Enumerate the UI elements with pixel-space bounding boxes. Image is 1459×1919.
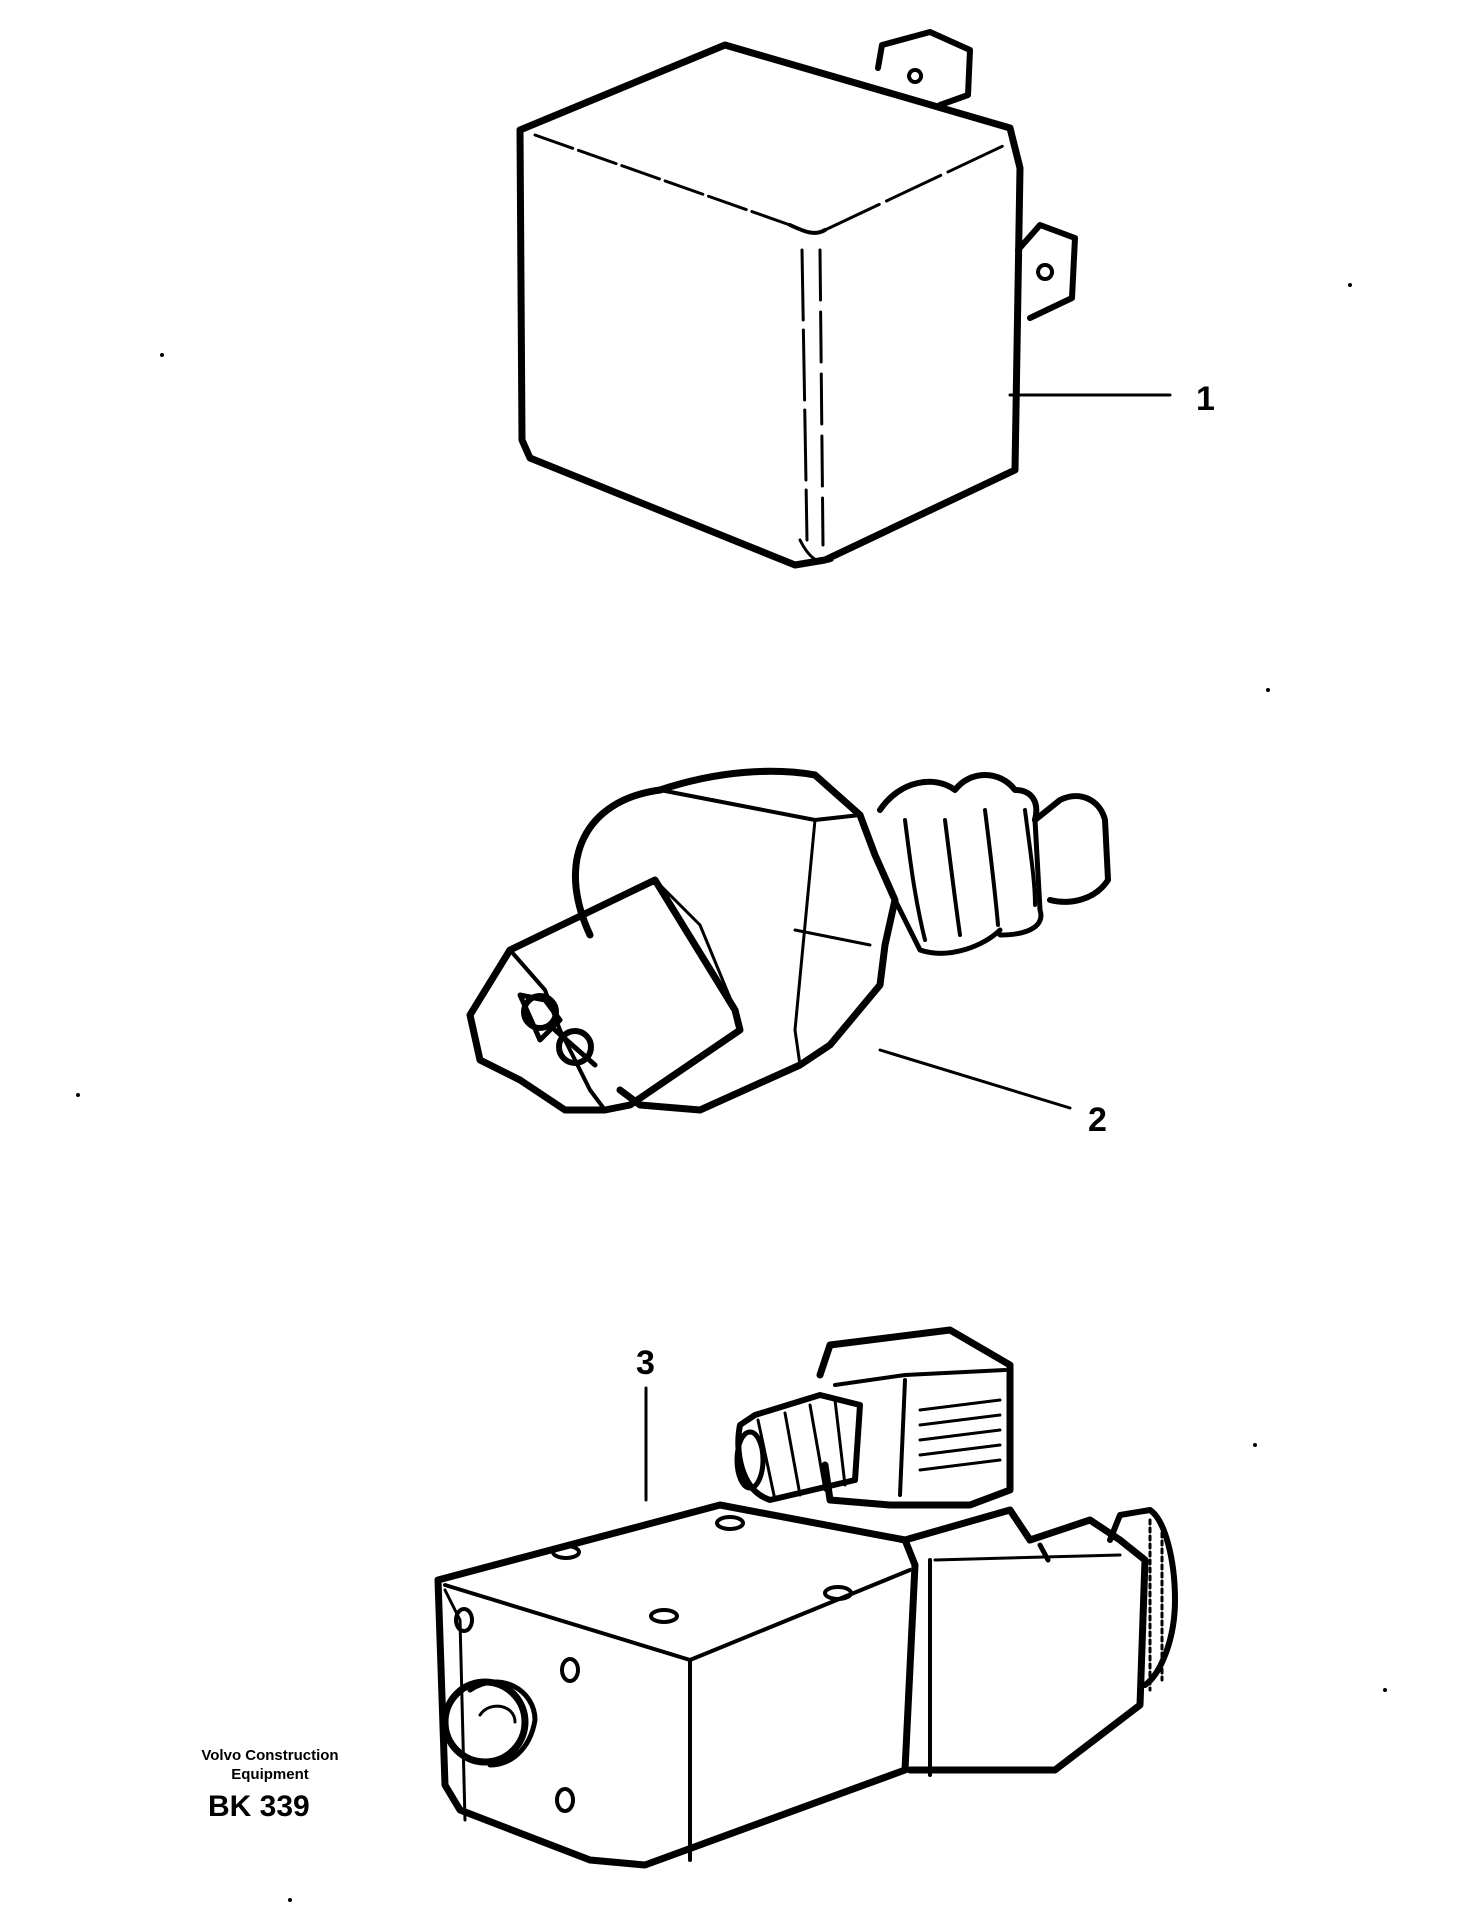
scan-speckle [76, 283, 1387, 1902]
callout-number-3: 3 [636, 1344, 655, 1382]
callout-number-2: 2 [1088, 1101, 1107, 1139]
pressure-switch-part [466, 767, 1111, 1114]
solenoid-valve-part [434, 1326, 1178, 1869]
brand-name-line2: Equipment [231, 1766, 309, 1783]
callout-number-1: 1 [1196, 380, 1215, 418]
brand-name-line1: Volvo Construction [201, 1747, 339, 1764]
callout-2-leader [878, 1048, 1072, 1110]
relay-part [516, 29, 1078, 569]
drawing-code: BK 339 [208, 1790, 310, 1823]
